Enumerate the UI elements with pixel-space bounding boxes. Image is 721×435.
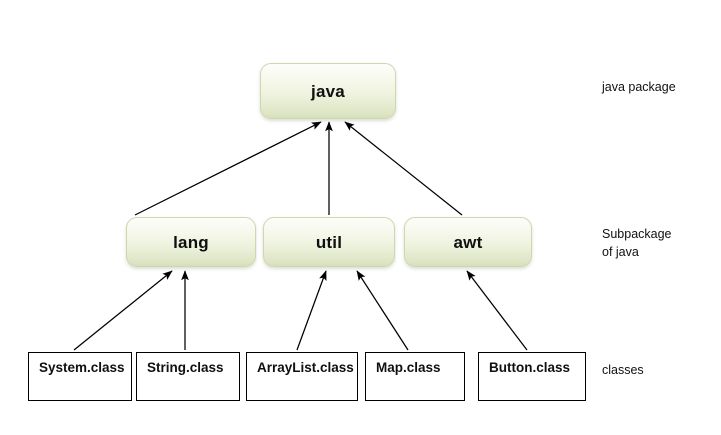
package-node-lang-label: lang xyxy=(173,232,209,252)
class-node-string-label: String.class xyxy=(147,360,224,375)
class-node-system-label: System.class xyxy=(39,360,125,375)
package-node-lang[interactable]: lang xyxy=(126,217,256,267)
annotation-class-level: classes xyxy=(602,363,644,377)
class-node-arraylist-label: ArrayList.class xyxy=(257,360,354,375)
class-node-button-label: Button.class xyxy=(489,360,571,375)
class-node-map[interactable]: Map.class xyxy=(365,352,465,401)
annotation-package-level: java package xyxy=(602,80,676,94)
annotation-subpackage-level: Subpackage of java xyxy=(602,227,672,260)
class-node-map-label: Map.class xyxy=(376,360,441,375)
arrow-arraylist-to-util xyxy=(296,270,327,351)
package-node-java[interactable]: java xyxy=(260,63,396,119)
class-node-arraylist[interactable]: ArrayList.class xyxy=(246,352,358,401)
arrow-awt-to-java xyxy=(344,121,463,216)
package-node-java-label: java xyxy=(311,81,345,101)
arrow-map-to-util xyxy=(356,270,409,351)
class-node-button[interactable]: Button.class xyxy=(478,352,586,401)
package-node-awt-label: awt xyxy=(453,232,483,252)
package-node-util-label: util xyxy=(315,232,343,252)
arrow-lang-to-java xyxy=(134,121,322,216)
class-node-string[interactable]: String.class xyxy=(136,352,240,401)
package-node-util[interactable]: util xyxy=(263,217,395,267)
class-node-system[interactable]: System.class xyxy=(28,352,132,401)
arrow-system-to-lang xyxy=(73,270,173,351)
package-node-awt[interactable]: awt xyxy=(404,217,532,267)
arrow-button-to-awt xyxy=(466,270,528,351)
